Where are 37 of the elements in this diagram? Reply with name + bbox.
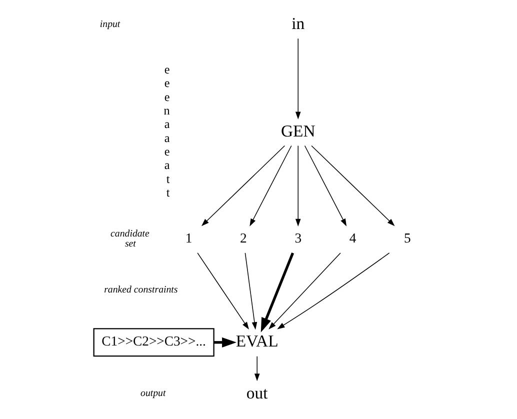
label: a — [164, 130, 170, 145]
node-text: GEN — [280, 121, 315, 140]
arrow — [249, 145, 292, 226]
label: n — [163, 103, 170, 118]
arrow — [244, 252, 257, 330]
arrow — [200, 145, 285, 226]
label: e — [164, 62, 170, 76]
label: input — [99, 18, 120, 30]
arrow — [196, 252, 248, 330]
label: ranked constraints — [104, 284, 178, 296]
label: output — [140, 388, 166, 399]
label: e — [164, 90, 170, 104]
label: t — [166, 185, 170, 200]
label: candidate set — [110, 228, 149, 250]
node-text: out — [246, 383, 268, 402]
node-text: 3 — [294, 230, 302, 246]
label: t — [166, 172, 170, 186]
arrow — [294, 145, 300, 226]
arrow — [294, 38, 300, 120]
node-text: 4 — [348, 230, 356, 246]
node-text: 5 — [404, 230, 410, 246]
arrow — [254, 356, 260, 382]
arrow — [260, 252, 294, 332]
arrow — [213, 337, 236, 348]
node-text: 2 — [240, 230, 246, 246]
label: e — [164, 76, 170, 90]
label: a — [164, 117, 170, 132]
arrow — [276, 252, 390, 330]
node-text: 1 — [184, 230, 192, 246]
label: e — [164, 144, 170, 158]
node-box: C1>>C2>>C3>>... — [92, 328, 214, 357]
arrow — [304, 145, 346, 226]
node-text: in — [291, 14, 304, 34]
label: a — [164, 158, 170, 172]
node-text: EVAL — [235, 332, 278, 351]
arrow — [268, 252, 340, 330]
arrow — [310, 145, 394, 226]
